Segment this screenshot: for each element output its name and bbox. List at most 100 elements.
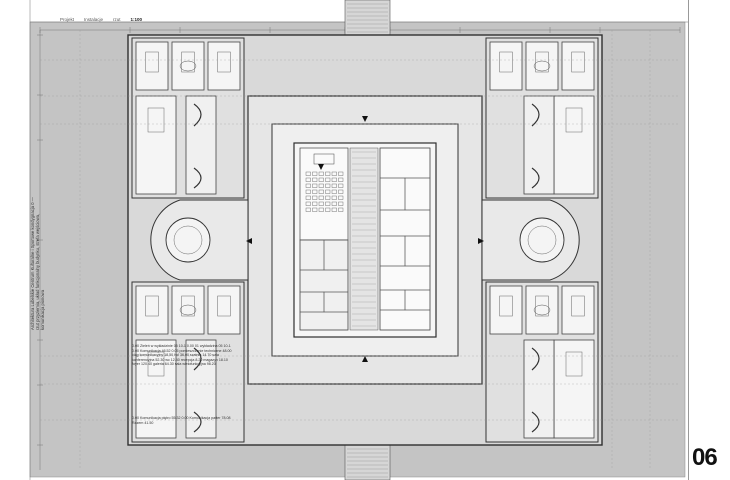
wing-room-fixture [499,51,513,73]
wing-curve [531,167,540,189]
wing-curve [193,167,202,189]
wing-room [489,41,523,91]
wing-room [171,285,205,335]
auditorium-seat [325,201,331,206]
core-corridor [349,147,379,331]
wing-curve [531,103,540,127]
wing-room [525,41,559,91]
wing-room-fixture [145,295,159,317]
auditorium-seat [338,177,344,182]
auditorium-seat [325,183,331,188]
auditorium-seat [312,195,318,200]
wing-fixture-oval [533,60,551,72]
right-rotunda [481,199,580,281]
auditorium-seat [312,177,318,182]
auditorium-seat [338,189,344,194]
auditorium-seat [312,183,318,188]
auditorium-seat [305,171,311,176]
wing-hall-fixture [565,107,583,133]
wing-curve [531,411,540,433]
left-rotunda [150,199,249,281]
section-markers [246,116,484,362]
auditorium-seat [338,207,344,212]
auditorium-seat [305,183,311,188]
auditorium-seat [331,201,337,206]
wing-room [207,41,241,91]
wing-south-west [131,281,245,443]
wing-room-fixture [217,51,231,73]
wing-room [525,285,559,335]
wing-hall [135,95,177,195]
wing-room [171,41,205,91]
auditorium-seat [305,207,311,212]
wing-fixture-oval [179,304,197,316]
room-schedule-notes: 0.00 Zieleń w wykładzinie 05 10-1 0.00 0… [132,344,232,367]
auditorium-seat [318,195,324,200]
auditorium-seat [331,177,337,182]
sheet-number: 06 [692,444,718,471]
wing-room [561,41,595,91]
auditorium-seat [305,195,311,200]
auditorium-seat [325,189,331,194]
auditorium-seat [312,201,318,206]
wing-room [135,41,169,91]
auditorium-seat [325,195,331,200]
auditorium-seat [312,171,318,176]
wing-hall [135,339,177,439]
auditorium-seat [325,171,331,176]
wing-room-fixture [535,295,549,317]
wing-room-fixture [535,51,549,73]
wing-curve [193,347,202,371]
auditorium-seat [338,195,344,200]
section-label: Instalacje [84,17,104,22]
room-schedule-summary: 0.00 Komunikacja piętro 55.32 0.00 Komun… [132,416,231,425]
wing-north-east [485,37,599,199]
wing-north-west [131,37,245,199]
core-room [299,311,349,331]
wing-hall-fixture [147,107,165,133]
auditorium-seat [331,183,337,188]
auditorium-seat [318,171,324,176]
scale-value: 1:100 [130,17,143,22]
auditorium-seat [338,183,344,188]
wing-room-fixture [217,295,231,317]
wing-fixture-oval [533,304,551,316]
auditorium-seat [318,177,324,182]
wing-room-fixture [499,295,513,317]
wing-room-fixture [571,51,585,73]
auditorium-seat [305,189,311,194]
auditorium-seat [312,189,318,194]
dimension-line-left [37,30,43,470]
auditorium-seat [318,201,324,206]
wing-room-fixture [181,295,195,317]
project-label: Projekt [60,17,75,22]
wing-hall-fixture [147,351,165,377]
wing-south-east [485,281,599,443]
wing-fixture-oval [179,60,197,72]
wing-room [135,285,169,335]
auditorium-seat [318,183,324,188]
wing-room-fixture [181,51,195,73]
auditorium-seat [331,171,337,176]
auditorium-seat [325,177,331,182]
auditorium-seat [325,207,331,212]
auditorium-seat [331,195,337,200]
auditorium-seat [312,207,318,212]
wing-hall [553,95,595,195]
service-rooms-block [379,147,431,331]
auditorium-block [299,147,349,331]
core-room [379,309,431,331]
wing-room-fixture [571,295,585,317]
wing-room [489,285,523,335]
auditorium-seat [331,189,337,194]
wing-curve [193,411,202,433]
auditorium-seat [338,171,344,176]
auditorium-seat [318,189,324,194]
wing-room-fixture [145,51,159,73]
wing-hall [553,339,595,439]
wing-hall-fixture [565,351,583,377]
auditorium-seat [338,201,344,206]
wing-curve [531,347,540,371]
